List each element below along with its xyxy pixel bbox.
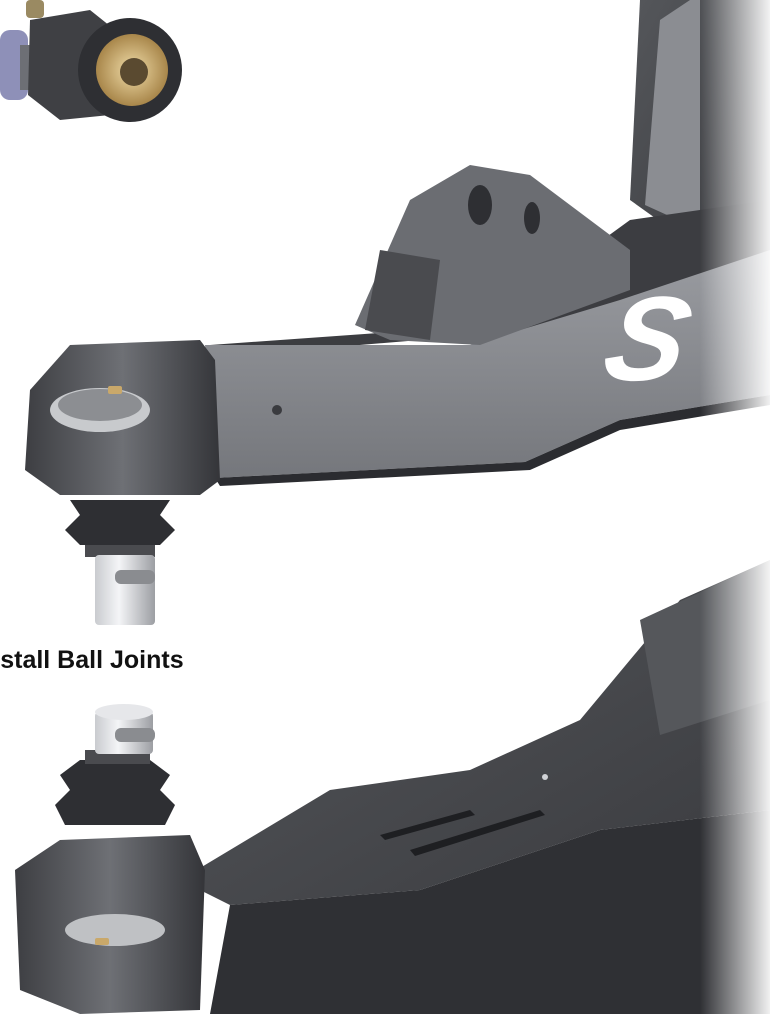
lower-control-arm [15, 560, 770, 1014]
edge-fade [700, 0, 775, 1014]
rod-end-part [0, 0, 182, 122]
upper-control-arm: S [25, 0, 770, 625]
instruction-caption: Install Ball Joints [0, 646, 184, 674]
